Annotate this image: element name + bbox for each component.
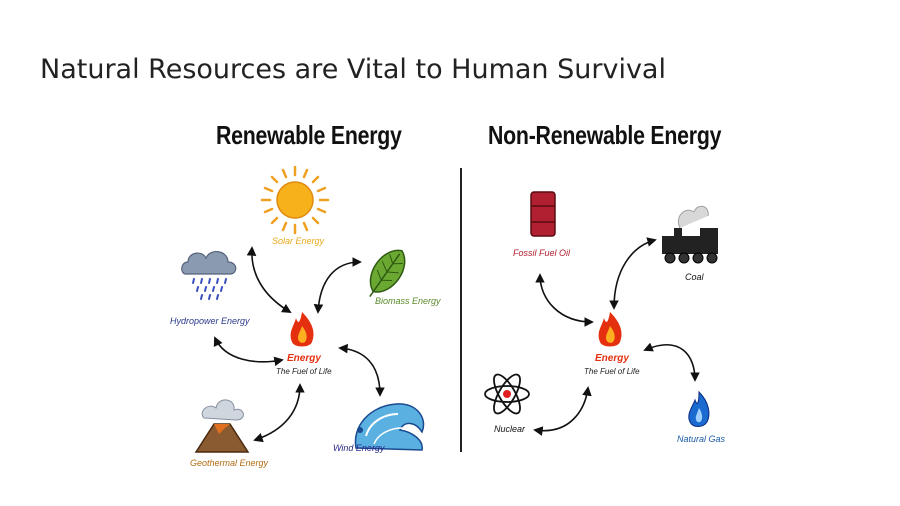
gas-flame-icon	[688, 390, 710, 427]
non-renewable-heading: Non-Renewable Energy	[488, 120, 722, 150]
solar-energy-label: Solar Energy	[272, 236, 325, 246]
slide-title: Natural Resources are Vital to Human Sur…	[40, 54, 666, 85]
nuclear-label: Nuclear	[494, 424, 526, 434]
hydropower-energy-label: Hydropower Energy	[170, 316, 250, 326]
non-renewable-center-subtitle: The Fuel of Life	[584, 367, 640, 376]
oil-barrel-icon	[530, 191, 556, 237]
renewable-heading: Renewable Energy	[216, 120, 402, 150]
non-renewable-arrows	[533, 237, 700, 436]
atom-icon	[484, 373, 530, 415]
sun-icon	[260, 165, 330, 235]
flame-icon-non-renewable	[598, 312, 622, 347]
volcano-icon	[194, 399, 250, 453]
wind-wave-icon	[354, 403, 425, 451]
natural-gas-label: Natural Gas	[677, 434, 726, 444]
rain-cloud-icon	[181, 251, 237, 300]
non-renewable-center-label: Energy	[595, 353, 629, 364]
renewable-center-label: Energy	[287, 353, 321, 364]
renewable-arrows	[213, 246, 385, 443]
train-icon	[662, 205, 718, 264]
renewable-center-subtitle: The Fuel of Life	[276, 367, 332, 376]
flame-icon-renewable	[290, 312, 314, 347]
fossil-fuel-oil-label: Fossil Fuel Oil	[513, 248, 571, 258]
leaf-icon	[369, 249, 406, 298]
geothermal-energy-label: Geothermal Energy	[190, 458, 269, 468]
biomass-energy-label: Biomass Energy	[375, 296, 441, 306]
wind-energy-label: Wind Energy	[333, 443, 385, 453]
coal-label: Coal	[685, 272, 704, 282]
